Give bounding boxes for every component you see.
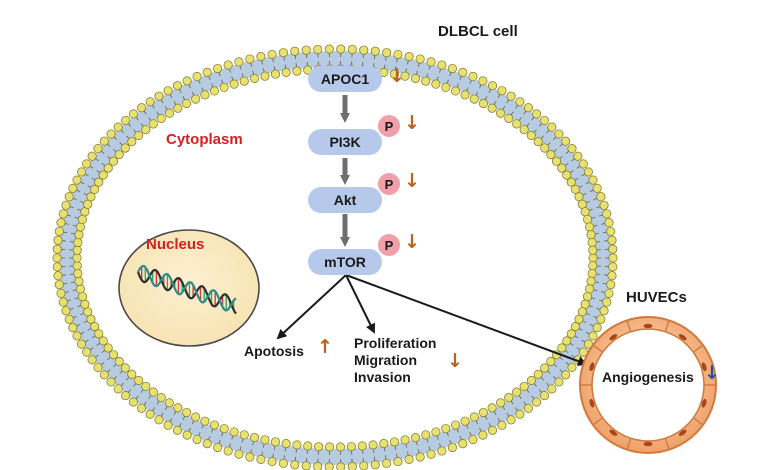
cytoplasm-label: Cytoplasm <box>166 131 243 148</box>
arrow-to-huvecs <box>345 274 588 366</box>
angiogenesis-label: Angiogenesis <box>602 369 694 385</box>
outcome-line: Proliferation <box>354 335 437 351</box>
up-arrow-icon: ↑ <box>317 336 333 358</box>
down-arrow-icon: ↓ <box>389 65 405 87</box>
endothelial-walls <box>580 320 716 450</box>
down-arrow-icon: ↓ <box>404 112 420 134</box>
outcome-apotosis: Apotosis <box>244 343 304 359</box>
nucleus <box>118 229 260 347</box>
huvec-cell <box>579 316 717 454</box>
arrow-to-proliferation <box>345 274 375 334</box>
down-arrow-icon: ↓ <box>447 350 463 372</box>
lipid-heads <box>52 44 618 470</box>
arrow-to-apotosis <box>276 274 347 340</box>
phospho-badge-mtor: P <box>378 234 400 256</box>
nucleus-label: Nucleus <box>146 236 205 253</box>
phospho-badge-akt: P <box>378 173 400 195</box>
phospho-badge-pi3k: P <box>378 115 400 137</box>
cell-title: DLBCL cell <box>438 23 518 40</box>
node-pi3k: PI3K <box>308 129 382 155</box>
huvec-title: HUVECs <box>626 289 687 306</box>
node-apoc1: APOC1 <box>308 66 382 92</box>
cell-membrane <box>52 44 618 470</box>
mtor-outputs <box>276 274 588 366</box>
down-arrow-icon: ↓ <box>404 231 420 253</box>
dna-helix-icon <box>136 264 237 315</box>
node-akt: Akt <box>308 187 382 213</box>
outcome-line: Invasion <box>354 369 411 385</box>
down-arrow-icon: ↓ <box>704 362 720 384</box>
outcome-proliferation: Proliferation Migration Invasion <box>354 335 436 386</box>
node-mtor: mTOR <box>308 249 382 275</box>
outcome-line: Migration <box>354 352 417 368</box>
down-arrow-icon: ↓ <box>404 170 420 192</box>
